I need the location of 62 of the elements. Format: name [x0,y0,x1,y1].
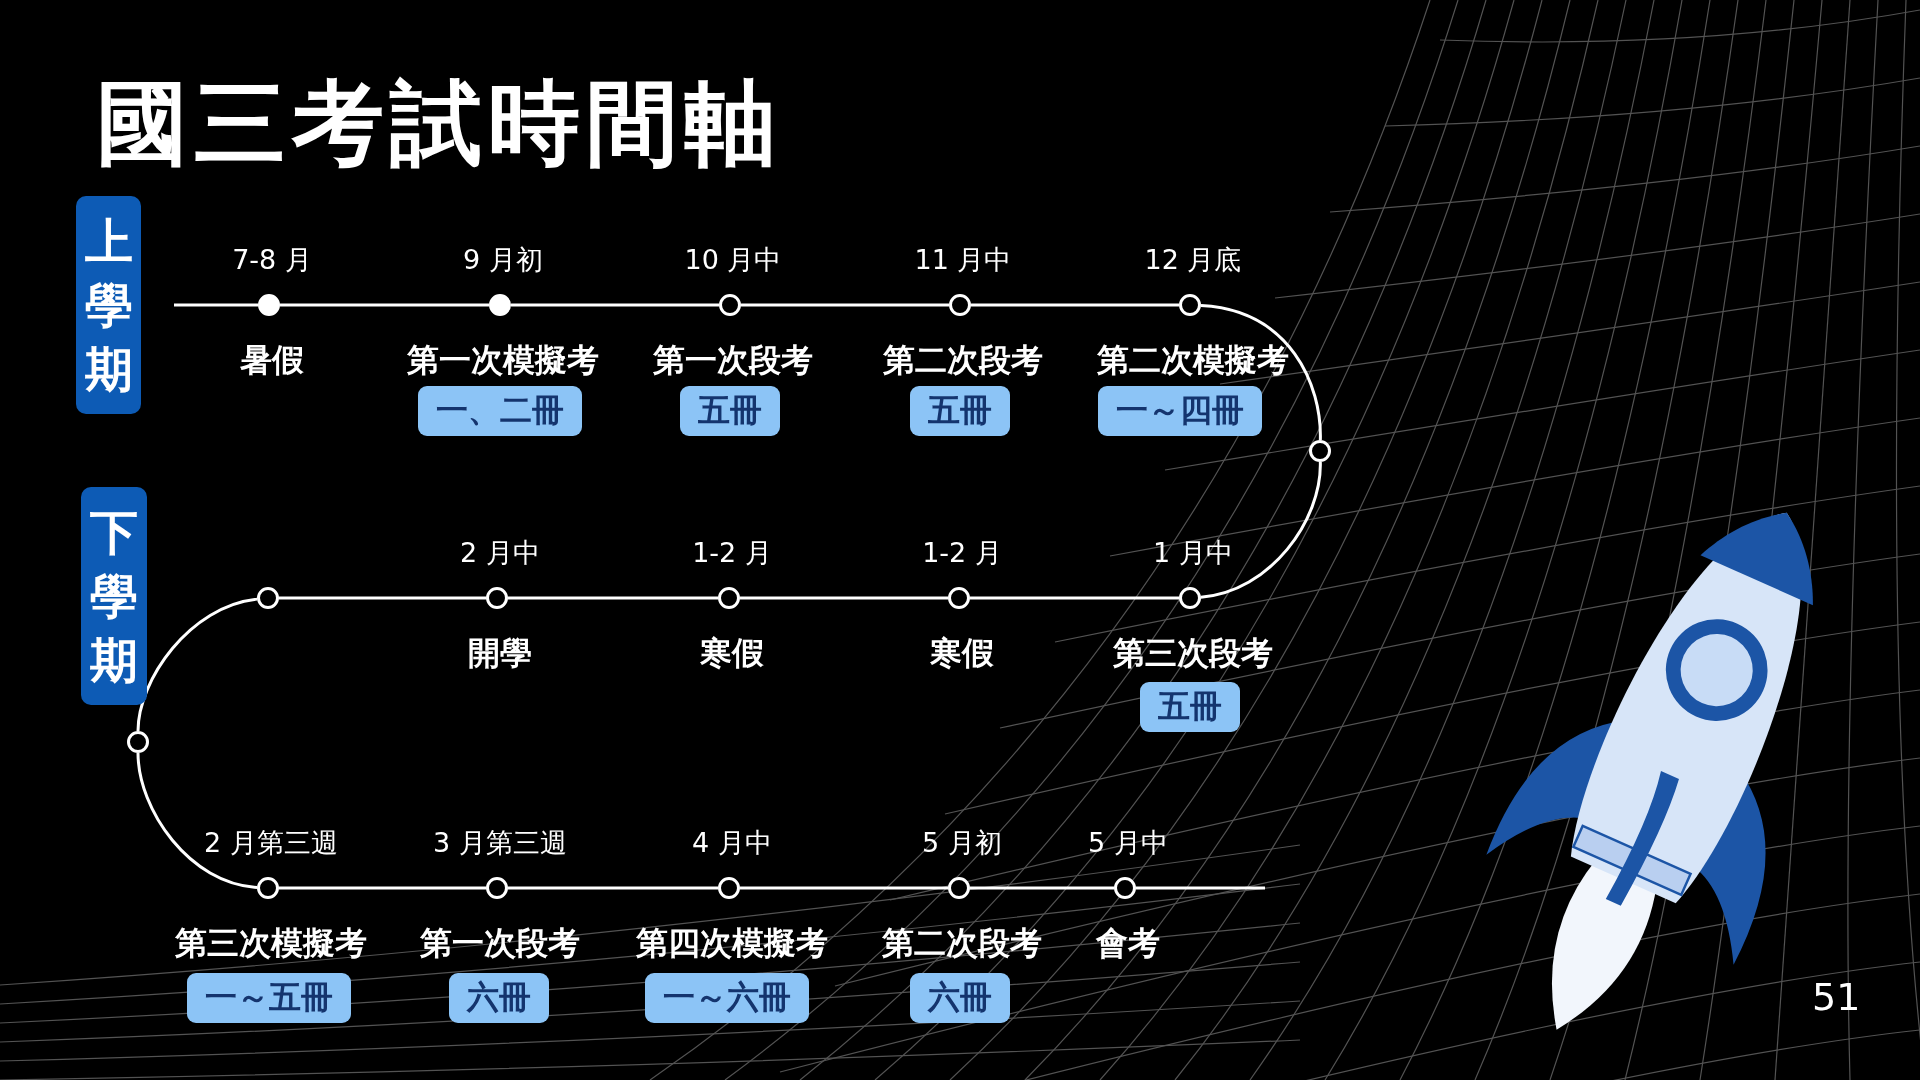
date-label: 4 月中 [692,826,772,860]
date-label: 3 月第三週 [433,826,567,860]
timeline-circle [257,587,279,609]
event-label: 第四次模擬考 [636,923,828,964]
timeline-line [508,596,718,600]
date-label: 12 月底 [1144,243,1242,277]
timeline-line [136,597,258,732]
volume-tag: 五冊 [1140,682,1240,732]
event-label: 第一次模擬考 [407,340,599,381]
event-label: 第一次段考 [653,340,813,381]
timeline-circle [1309,440,1331,462]
page-number: 51 [1812,975,1861,1019]
timeline-circle [127,731,149,753]
event-label: 開學 [468,633,532,674]
date-label: 1-2 月 [922,536,1002,570]
volume-tag: 五冊 [680,386,780,436]
volume-tag: 一～六冊 [645,973,809,1023]
timeline-line [740,886,948,890]
event-label: 第二次模擬考 [1097,340,1289,381]
timeline-line [280,303,489,307]
timeline-line [971,303,1179,307]
timeline-line [511,303,719,307]
date-label: 9 月初 [463,243,543,277]
timeline-line [279,886,486,890]
event-label: 寒假 [930,633,994,674]
date-label: 1 月中 [1153,536,1233,570]
event-label: 第三次模擬考 [175,923,367,964]
volume-tag: 一～五冊 [187,973,351,1023]
event-label: 第二次段考 [882,923,1042,964]
date-label: 5 月初 [922,826,1002,860]
volume-tag: 一、二冊 [418,386,582,436]
timeline-line [970,886,1114,890]
date-label: 2 月中 [460,536,540,570]
date-label: 11 月中 [914,243,1012,277]
timeline-line [741,303,949,307]
event-label: 第一次段考 [420,923,580,964]
volume-tag: 六冊 [910,973,1010,1023]
timeline-line [279,596,486,600]
event-label: 寒假 [700,633,764,674]
timeline-line [1200,461,1322,599]
date-label: 5 月中 [1088,826,1168,860]
event-label: 第二次段考 [883,340,1043,381]
timeline-line [1136,886,1265,890]
volume-tag: 六冊 [449,973,549,1023]
semester-band: 下學期 [81,487,147,705]
date-label: 10 月中 [684,243,782,277]
timeline-line [174,303,258,307]
event-label: 第三次段考 [1113,633,1273,674]
semester-band: 上學期 [76,196,141,414]
page-title: 國三考試時間軸 [96,69,782,179]
volume-tag: 五冊 [910,386,1010,436]
event-label: 暑假 [240,340,304,381]
date-label: 7-8 月 [232,243,312,277]
timeline-line [508,886,718,890]
timeline-line [136,752,258,889]
date-label: 1-2 月 [692,536,772,570]
timeline-line [1200,304,1322,441]
volume-tag: 一～四冊 [1098,386,1262,436]
timeline-line [740,596,948,600]
date-label: 2 月第三週 [204,826,338,860]
event-label: 會考 [1096,923,1160,964]
timeline-line [970,596,1179,600]
